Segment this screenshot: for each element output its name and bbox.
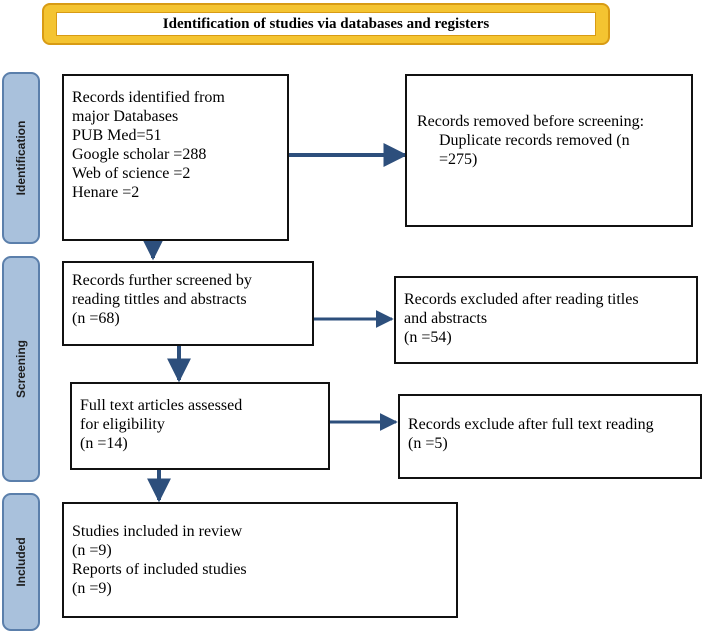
box-line: Full text articles assessed [80,397,243,414]
phase-screening-label: Screening [14,339,28,399]
phase-included-label: Included [14,537,28,587]
box-line: (n =9) [72,542,112,559]
box-line: Web of science =2 [72,165,191,182]
fulltext-excluded-box: Records exclude after full text reading … [398,394,702,479]
phase-screening: Screening [2,256,40,482]
header-banner: Identification of studies via databases … [42,3,610,45]
records-screened-box: Records further screened by reading titt… [62,261,314,346]
phase-identification-label: Identification [14,120,28,196]
records-removed-box: Records removed before screening: Duplic… [405,74,693,227]
box-line: Records removed before screening: [417,113,645,130]
records-identified-box: Records identified from major Databases … [62,74,289,241]
header-title: Identification of studies via databases … [56,12,596,36]
box-line: Reports of included studies [72,561,247,578]
box-line: =275) [439,151,478,168]
box-line: PUB Med=51 [72,127,162,144]
records-excluded-box: Records excluded after reading titles an… [394,276,698,364]
box-line: Studies included in review [72,523,243,540]
box-line: (n =68) [72,310,120,327]
box-line: Records further screened by [72,272,252,289]
phase-identification: Identification [2,72,40,244]
box-line: Records identified from [72,89,225,106]
included-studies-box: Studies included in review (n =9) Report… [62,502,458,618]
box-line: (n =54) [404,329,452,346]
box-line: and abstracts [404,310,488,327]
box-line: Henare =2 [72,184,140,201]
box-line: major Databases [72,108,179,125]
box-line: Records exclude after full text reading [408,416,654,433]
box-line: for eligibility [80,416,165,433]
box-line: Duplicate records removed (n [439,132,630,149]
phase-included: Included [2,493,40,631]
box-line: reading tittles and abstracts [72,291,247,308]
box-line: Google scholar =288 [72,146,207,163]
box-line: (n =14) [80,435,128,452]
box-line: (n =9) [72,580,112,597]
box-line: Records excluded after reading titles [404,291,639,308]
fulltext-assessed-box: Full text articles assessed for eligibil… [70,382,330,470]
box-line: (n =5) [408,435,448,452]
